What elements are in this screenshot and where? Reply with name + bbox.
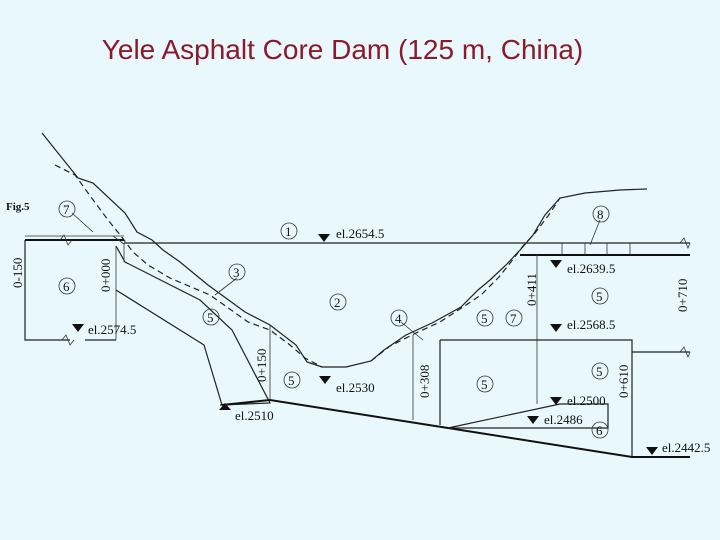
zone-7-downstream: 7 (505, 309, 523, 327)
svg-text:3: 3 (233, 265, 240, 280)
zone-5-upstream: 5 (202, 308, 220, 326)
station-0-308: 0+308 (417, 365, 432, 398)
zone-5-toe: 5 (283, 371, 301, 389)
svg-text:8: 8 (597, 207, 604, 222)
zone-4: 4 (390, 309, 408, 327)
crest-elevation-marker (318, 234, 330, 242)
excavation-line (54, 164, 323, 368)
zone-6-left: 6 (58, 277, 76, 295)
svg-text:5: 5 (481, 377, 488, 392)
zone-3: 3 (228, 263, 246, 281)
zone-2: 2 (329, 293, 347, 311)
svg-text:5: 5 (207, 310, 214, 325)
svg-text:7: 7 (63, 202, 70, 217)
svg-text:5: 5 (481, 311, 488, 326)
ground-left-slope (41, 132, 648, 368)
svg-text:7: 7 (510, 311, 517, 326)
elev-upstream-toe: el.2510 (235, 408, 274, 423)
berm-elevation-marker (72, 324, 84, 332)
excavation-line-right (370, 197, 561, 362)
zone-5-right-lower: 5 (591, 362, 609, 380)
elev-crest: el.2654.5 (336, 226, 384, 241)
svg-text:5: 5 (596, 364, 603, 379)
elev-downstream-lens: el.2486 (544, 412, 583, 427)
upstream-face (115, 245, 271, 406)
svg-text:6: 6 (596, 423, 603, 438)
elev-core-base: el.2530 (336, 380, 375, 395)
zone-5-downstream: 5 (476, 375, 494, 393)
station-0-150: 0-150 (10, 258, 25, 288)
lens-elevation-marker (527, 416, 539, 424)
svg-text:5: 5 (288, 373, 295, 388)
svg-text:2: 2 (334, 295, 341, 310)
svg-text:5: 5 (596, 289, 603, 304)
svg-text:4: 4 (395, 311, 402, 326)
station-0-710: 0+710 (675, 279, 690, 312)
left-section-box (24, 240, 116, 341)
elev-upstream-berm: el.2574.5 (88, 322, 136, 337)
figure-label: Fig.5 (6, 201, 30, 213)
foundation-elevation-marker (550, 397, 562, 405)
toe-elevation-marker (219, 403, 231, 410)
station-0-411: 0+411 (524, 273, 539, 306)
mid-berm-elevation-marker (550, 324, 562, 332)
svg-text:6: 6 (63, 279, 70, 294)
zone-7-upstream: 7 (58, 200, 76, 218)
zone-8: 8 (592, 205, 610, 223)
downstream-berm-mid (440, 339, 690, 353)
svg-text:1: 1 (285, 224, 292, 239)
zone-1: 1 (280, 222, 298, 240)
slide-title: Yele Asphalt Core Dam (125 m, China) (101, 34, 584, 65)
core-base-elevation-marker (319, 376, 331, 384)
elev-downstream-foundation: el.2500 (567, 393, 606, 408)
zone-5-right-upper: 5 (591, 287, 609, 305)
elev-downstream-berm-upper: el.2639.5 (567, 261, 615, 276)
upstream-toe-slope (115, 289, 223, 406)
upper-berm-elevation-marker (550, 260, 562, 268)
downstream-lens (447, 403, 609, 429)
station-0-610: 0+610 (616, 365, 631, 398)
station-0-000: 0+000 (98, 259, 113, 292)
zone-5-center: 5 (476, 309, 494, 327)
elev-downstream-toe: el.2442.5 (662, 440, 710, 455)
elev-downstream-berm-mid: el.2568.5 (567, 317, 615, 332)
station-0-150b: 0+150 (254, 349, 269, 382)
zone-6-right: 6 (591, 421, 609, 439)
downstream-toe-elevation-marker (646, 447, 658, 455)
